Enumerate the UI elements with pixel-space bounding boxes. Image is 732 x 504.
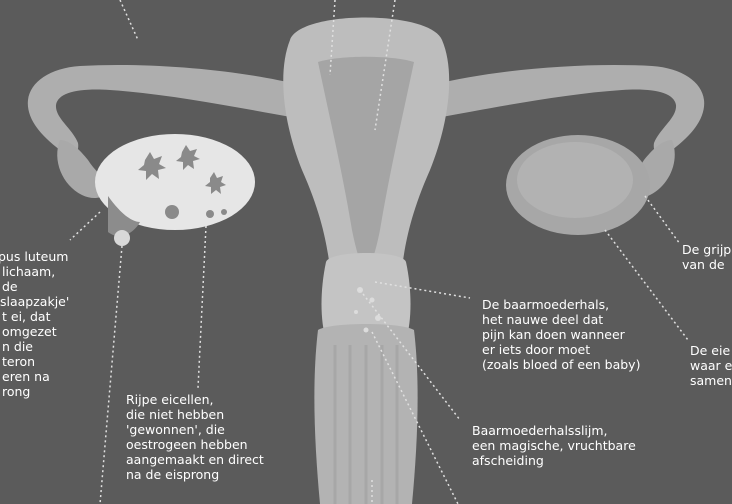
label-line: waar e: [690, 358, 732, 373]
label-line: De eie: [690, 343, 732, 358]
label-line: oestrogeen hebben: [126, 437, 264, 452]
label-line: 'gewonnen', die: [126, 422, 264, 437]
label-line: eren na: [0, 369, 69, 384]
label-line: Rijpe eicellen,: [126, 392, 264, 407]
label-line: slaapzakje': [0, 294, 69, 309]
label-line: omgezet: [0, 324, 69, 339]
label-line: (zoals bloed of een baby): [482, 357, 640, 372]
label-line: De grijp: [682, 242, 731, 257]
label-line: een magische, vruchtbare: [472, 438, 636, 453]
label-line: De baarmoederhals,: [482, 297, 640, 312]
label-cervical-mucus: Baarmoederhalsslijm, een magische, vruch…: [472, 423, 636, 468]
label-line: de: [0, 279, 69, 294]
label-line: t ei, dat: [0, 309, 69, 324]
label-line: van de: [682, 257, 731, 272]
label-line: n die: [0, 339, 69, 354]
label-line: het nauwe deel dat: [482, 312, 640, 327]
label-line: teron: [0, 354, 69, 369]
released-egg: [114, 230, 130, 246]
label-ripe-eggs: Rijpe eicellen, die niet hebben 'gewonne…: [126, 392, 264, 482]
label-line: lichaam,: [0, 264, 69, 279]
ovary-right-highlight: [517, 142, 633, 218]
label-ovary: De eie waar e samen: [690, 343, 732, 388]
label-line: die niet hebben: [126, 407, 264, 422]
label-corpus-luteum: pus luteum lichaam, de slaapzakje' t ei,…: [0, 249, 69, 399]
label-line: pijn kan doen wanneer: [482, 327, 640, 342]
label-line: aangemaakt en direct: [126, 452, 264, 467]
label-cervix: De baarmoederhals, het nauwe deel dat pi…: [482, 297, 640, 372]
label-line: er iets door moet: [482, 342, 640, 357]
label-line: rong: [0, 384, 69, 399]
label-line: samen: [690, 373, 732, 388]
label-line: pus luteum: [0, 249, 69, 264]
label-fimbriae: De grijp van de: [682, 242, 731, 272]
label-line: Baarmoederhalsslijm,: [472, 423, 636, 438]
label-line: afscheiding: [472, 453, 636, 468]
label-line: na de eisprong: [126, 467, 264, 482]
